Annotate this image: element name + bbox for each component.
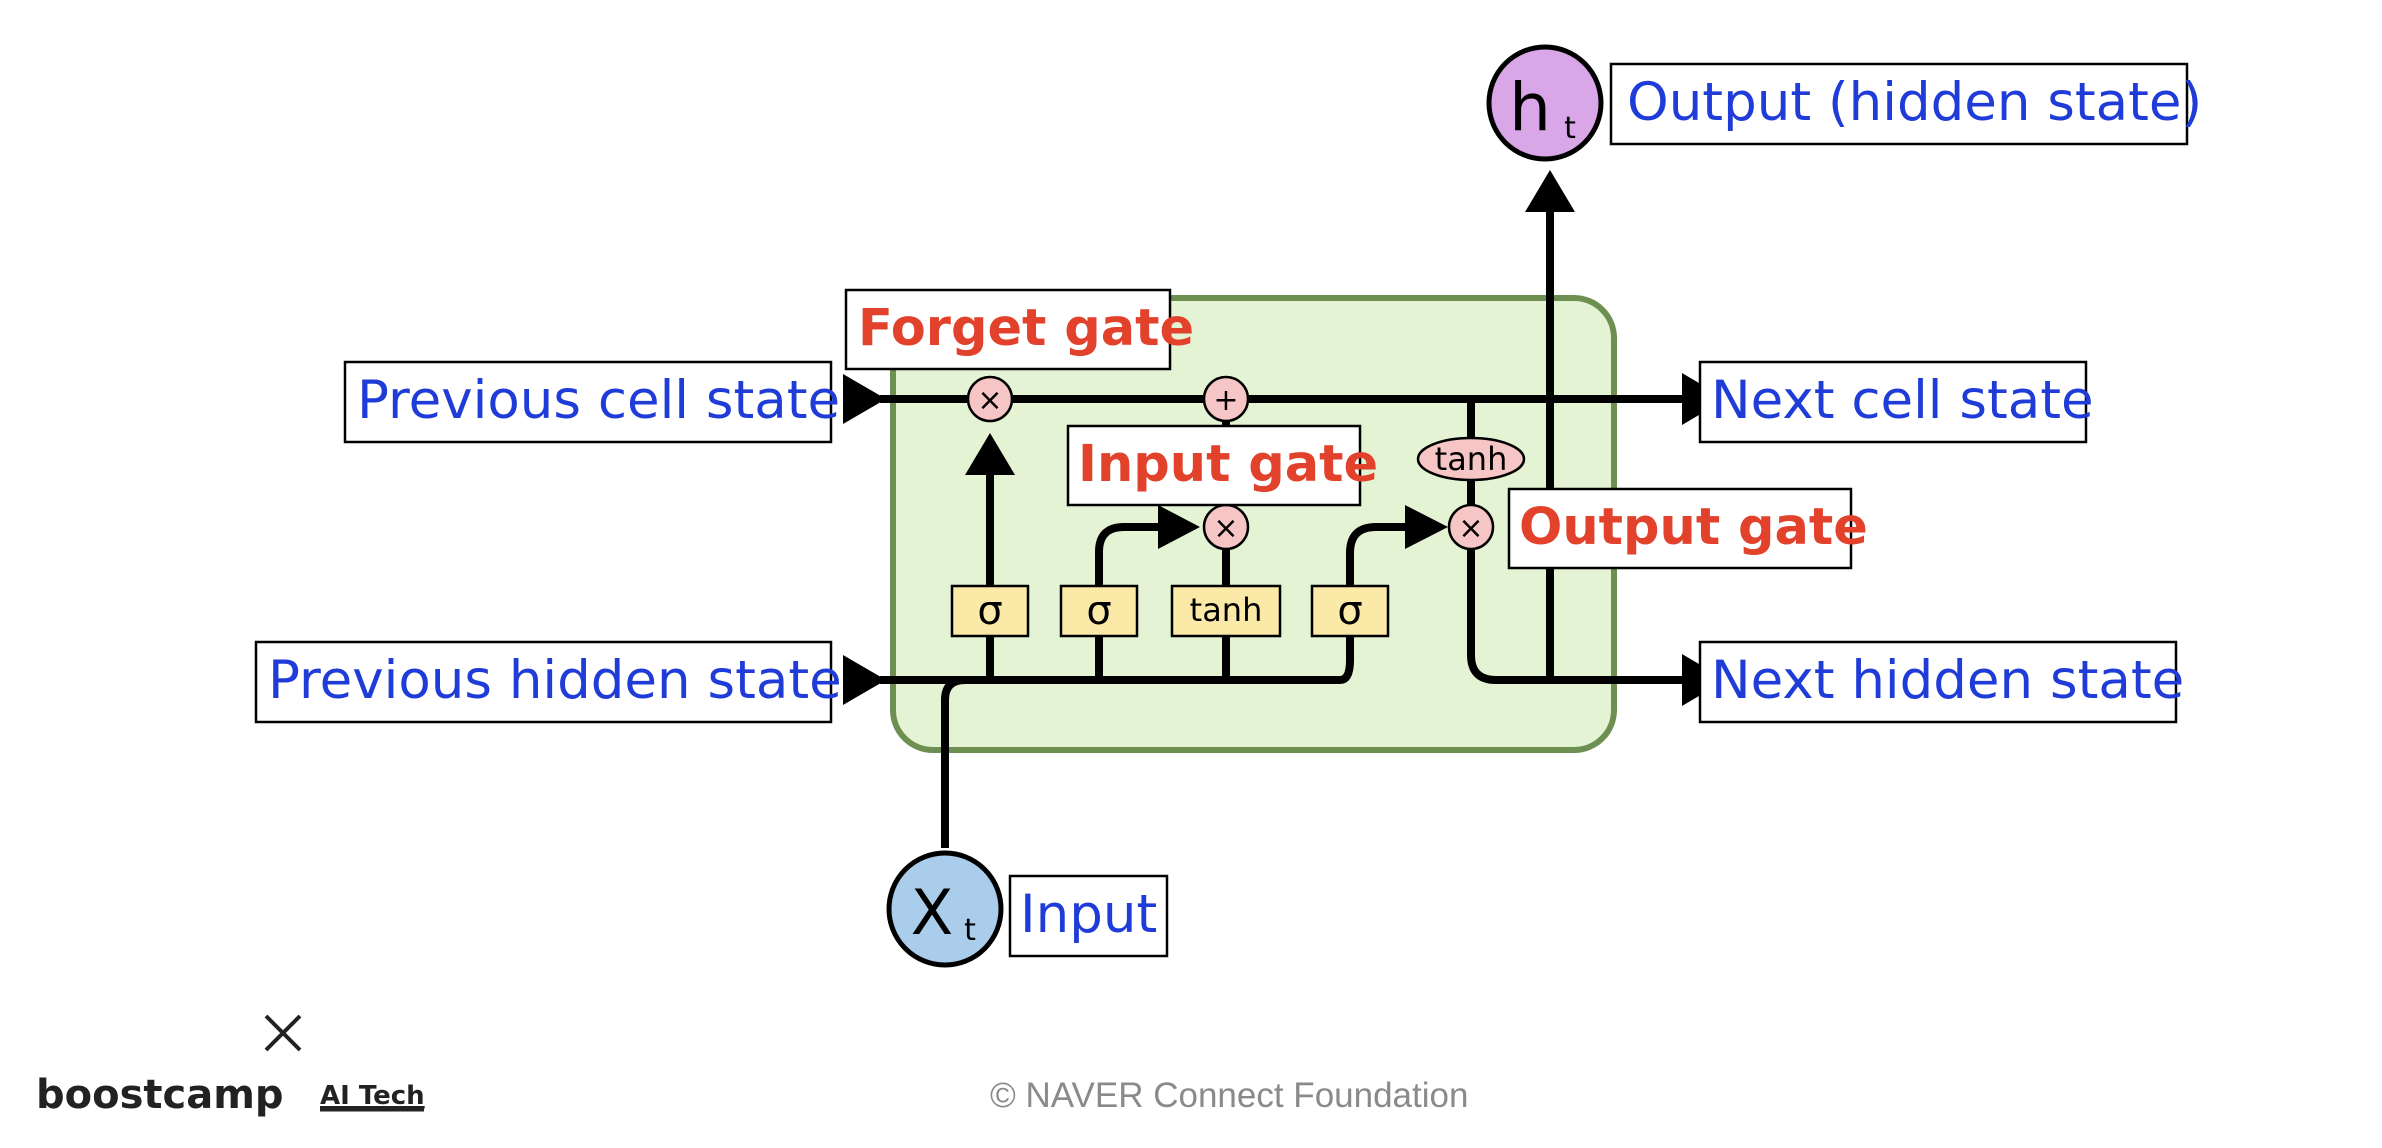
- next-hidden-line: [1467, 548, 1688, 684]
- brand-logo-text: boostcamp: [36, 1072, 284, 1118]
- svg-text:tanh: tanh: [1190, 591, 1263, 629]
- svg-text:×: ×: [1213, 511, 1238, 546]
- svg-text:σ: σ: [977, 588, 1002, 634]
- svg-text:σ: σ: [1337, 588, 1362, 634]
- copyright-text: © NAVER Connect Foundation: [990, 1076, 1468, 1115]
- input-gate-arrow: [1158, 505, 1200, 549]
- svg-text:Output gate: Output gate: [1519, 498, 1868, 557]
- svg-text:Output (hidden state): Output (hidden state): [1627, 72, 2202, 133]
- svg-text:×: ×: [1458, 511, 1483, 546]
- svg-text:tanh: tanh: [1435, 440, 1508, 478]
- svg-text:h: h: [1509, 69, 1551, 146]
- output-sigma-gate: σ: [1310, 584, 1390, 638]
- cell-in-arrow: [843, 374, 886, 424]
- input-multiply-op: ×: [1202, 503, 1250, 551]
- prev-cell-label: Previous cell state: [343, 360, 840, 444]
- input-gate-label: Input gate: [1066, 424, 1378, 507]
- svg-text:Next hidden state: Next hidden state: [1711, 650, 2184, 711]
- svg-text:t: t: [964, 913, 976, 948]
- input-feed-line: [941, 676, 966, 848]
- svg-text:t: t: [1564, 111, 1576, 146]
- output-multiply-op: ×: [1447, 503, 1495, 551]
- input-label: Input: [1008, 874, 1169, 958]
- output-gate-arrow: [1405, 505, 1448, 549]
- close-icon[interactable]: [264, 1014, 302, 1052]
- svg-text:Previous cell state: Previous cell state: [357, 370, 840, 431]
- forget-sigma-gate: σ: [950, 584, 1030, 638]
- svg-text:×: ×: [977, 383, 1002, 418]
- svg-text:X: X: [911, 876, 953, 949]
- output-up-arrow: [1525, 170, 1575, 212]
- input-sigma-gate: σ: [1059, 584, 1139, 638]
- input-node: X t: [886, 850, 1004, 968]
- svg-text:+: +: [1213, 383, 1238, 418]
- prev-hidden-label: Previous hidden state: [254, 640, 842, 724]
- svg-text:Forget gate: Forget gate: [858, 299, 1194, 358]
- forget-multiply-op: ×: [966, 375, 1014, 423]
- candidate-tanh-gate: tanh: [1170, 584, 1282, 638]
- brand-tag-text: AI Tech: [320, 1081, 425, 1111]
- svg-text:σ: σ: [1086, 588, 1111, 634]
- forget-up-arrow: [965, 433, 1015, 475]
- svg-text:Next cell state: Next cell state: [1711, 370, 2094, 431]
- output-hidden-label: Output (hidden state): [1609, 62, 2202, 146]
- svg-text:Input: Input: [1020, 884, 1157, 945]
- output-gate-label: Output gate: [1507, 487, 1868, 570]
- hidden-in-arrow: [843, 655, 886, 705]
- forget-gate-label: Forget gate: [844, 288, 1194, 371]
- next-cell-label: Next cell state: [1698, 360, 2094, 444]
- svg-text:Previous hidden state: Previous hidden state: [268, 650, 842, 711]
- next-hidden-label: Next hidden state: [1698, 640, 2184, 724]
- input-sigma-line: [1095, 523, 1165, 680]
- hidden-output-node: h t: [1486, 44, 1604, 162]
- cell-tanh-op: tanh: [1416, 436, 1526, 482]
- cell-add-op: +: [1202, 375, 1250, 423]
- svg-text:Input gate: Input gate: [1078, 435, 1378, 494]
- output-sigma-line: [1339, 523, 1410, 684]
